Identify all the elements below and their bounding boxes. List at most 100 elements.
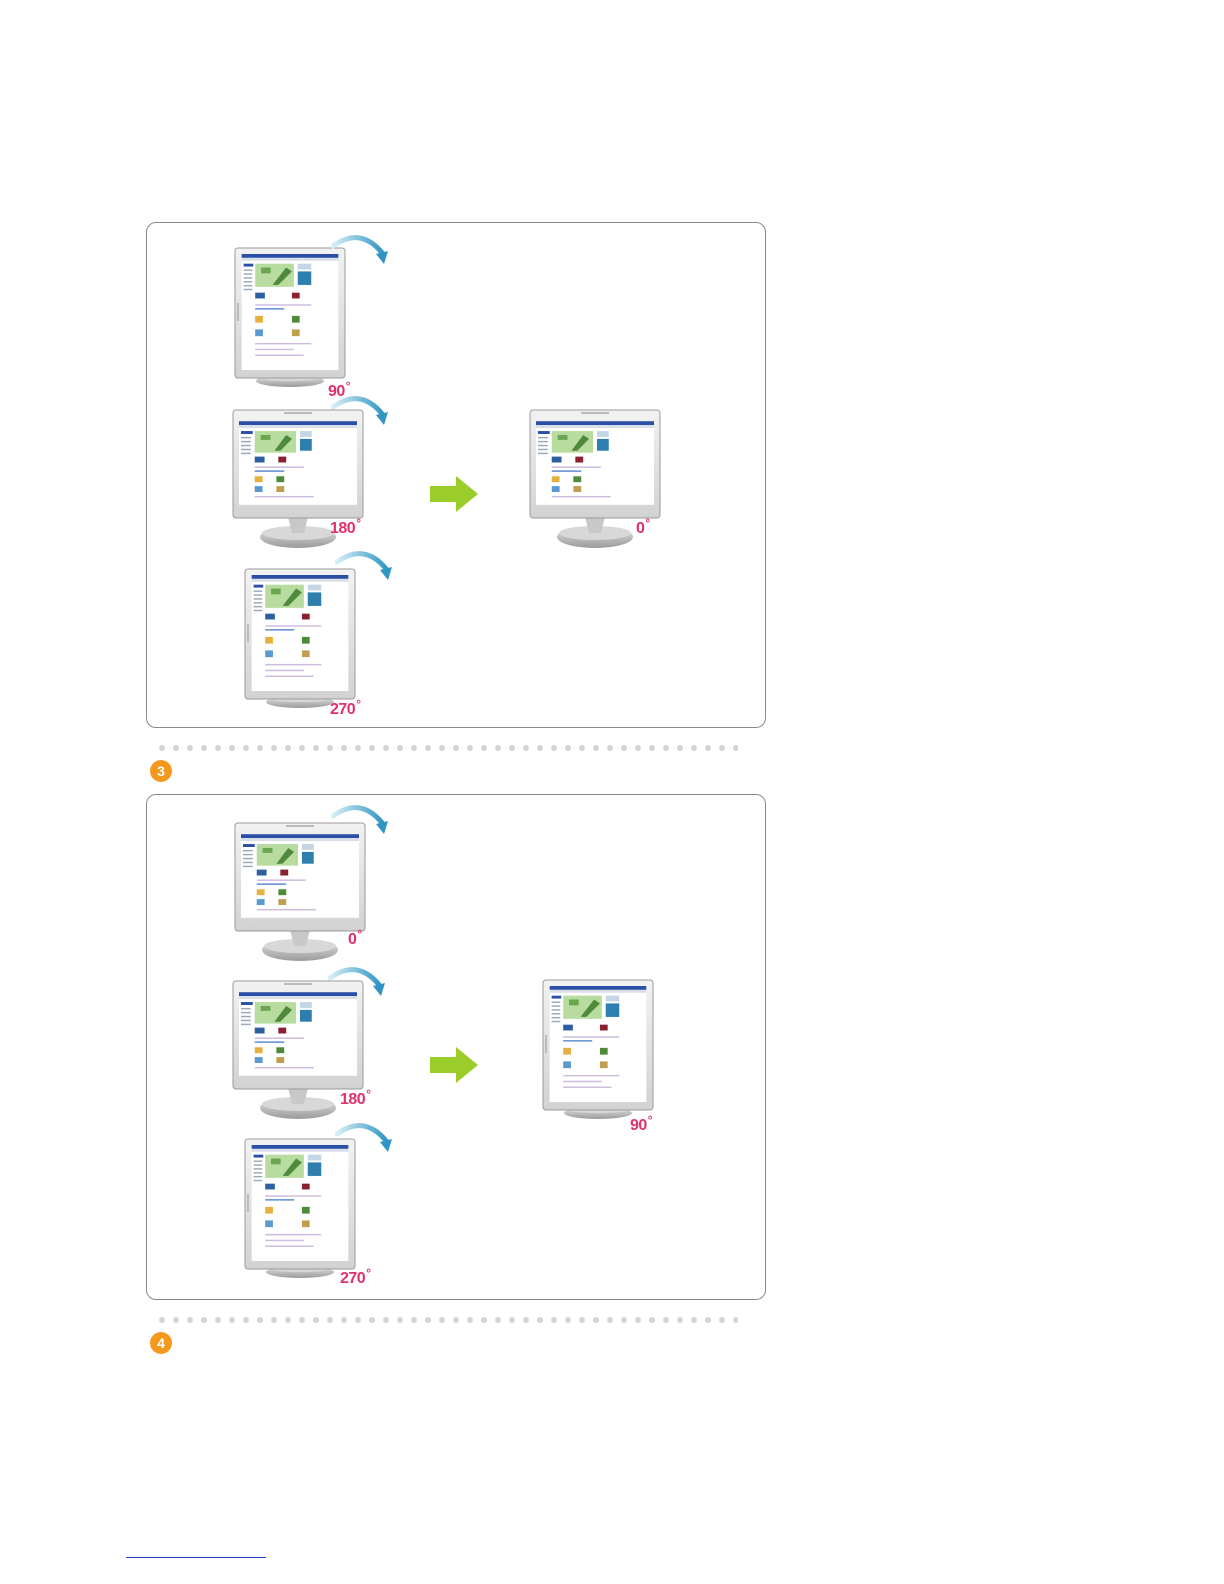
separator-dot	[201, 1317, 207, 1323]
separator-dot	[439, 1317, 445, 1323]
separator-dot	[257, 745, 263, 751]
separator-dot	[173, 745, 179, 751]
separator-dot	[551, 1317, 557, 1323]
separator-dot	[257, 1317, 263, 1323]
separator-dot	[243, 745, 249, 751]
step-badge-3: 3	[150, 760, 172, 782]
separator-dot	[327, 745, 333, 751]
rotate-arrow-icon	[331, 393, 391, 433]
separator-dot	[621, 1317, 627, 1323]
angle-label: 90°	[630, 1117, 652, 1135]
step-badge-4: 4	[150, 1332, 172, 1354]
separator-dot	[705, 745, 711, 751]
separator-dot	[663, 745, 669, 751]
separator-dot	[607, 1317, 613, 1323]
separator-dot	[467, 745, 473, 751]
separator-dot	[341, 745, 347, 751]
separator-dot	[607, 745, 613, 751]
separator-dot	[187, 1317, 193, 1323]
separator-dot	[285, 1317, 291, 1323]
separator-dot	[593, 745, 599, 751]
separator-dot	[453, 745, 459, 751]
separator-dot	[313, 745, 319, 751]
separator-dot	[495, 1317, 501, 1323]
separator-dot	[635, 745, 641, 751]
separator-dot	[173, 1317, 179, 1323]
separator-dot	[481, 745, 487, 751]
separator-dot	[271, 745, 277, 751]
separator-dot	[691, 1317, 697, 1323]
separator-dot	[425, 745, 431, 751]
separator-dot	[565, 745, 571, 751]
separator-dot	[229, 745, 235, 751]
separator-dot	[369, 1317, 375, 1323]
separator-dot	[719, 745, 725, 751]
separator-dot	[425, 1317, 431, 1323]
separator-dot	[285, 745, 291, 751]
separator-dot	[733, 745, 738, 751]
separator-dot	[299, 1317, 305, 1323]
rotate-arrow-icon	[335, 1120, 395, 1160]
separator-dot	[187, 745, 193, 751]
separator-dot	[355, 1317, 361, 1323]
separator-dot	[215, 1317, 221, 1323]
separator-dot	[481, 1317, 487, 1323]
separator-dot	[495, 745, 501, 751]
separator-dot	[649, 1317, 655, 1323]
angle-label: 180°	[330, 520, 361, 538]
angle-label: 270°	[340, 1270, 371, 1288]
dotted-separator	[158, 744, 738, 752]
separator-dot	[579, 745, 585, 751]
separator-dot	[677, 1317, 683, 1323]
separator-dot	[383, 745, 389, 751]
footnote-rule	[126, 1557, 266, 1558]
separator-dot	[719, 1317, 725, 1323]
separator-dot	[509, 745, 515, 751]
separator-dot	[411, 1317, 417, 1323]
green-arrow-icon	[430, 1045, 480, 1085]
rotate-arrow-icon	[328, 964, 388, 1004]
separator-dot	[523, 1317, 529, 1323]
separator-dot	[453, 1317, 459, 1323]
monitor-portrait-270	[244, 568, 359, 710]
separator-dot	[537, 1317, 543, 1323]
angle-label: 0°	[348, 931, 362, 949]
separator-dot	[523, 745, 529, 751]
separator-dot	[621, 745, 627, 751]
separator-dot	[159, 745, 165, 751]
separator-dot	[649, 745, 655, 751]
separator-dot	[733, 1317, 738, 1323]
separator-dot	[159, 1317, 165, 1323]
rotate-arrow-icon	[335, 548, 395, 588]
separator-dot	[383, 1317, 389, 1323]
separator-dot	[355, 745, 361, 751]
separator-dot	[509, 1317, 515, 1323]
separator-dot	[565, 1317, 571, 1323]
separator-dot	[229, 1317, 235, 1323]
separator-dot	[663, 1317, 669, 1323]
separator-dot	[691, 745, 697, 751]
separator-dot	[327, 1317, 333, 1323]
rotate-arrow-icon	[331, 232, 391, 272]
separator-dot	[243, 1317, 249, 1323]
separator-dot	[411, 745, 417, 751]
separator-dot	[397, 745, 403, 751]
angle-label: 180°	[340, 1091, 371, 1109]
separator-dot	[551, 745, 557, 751]
separator-dot	[215, 745, 221, 751]
angle-label: 0°	[636, 520, 650, 538]
separator-dot	[635, 1317, 641, 1323]
separator-dot	[593, 1317, 599, 1323]
separator-dot	[341, 1317, 347, 1323]
separator-dot	[537, 745, 543, 751]
separator-dot	[369, 745, 375, 751]
green-arrow-icon	[430, 474, 480, 514]
separator-dot	[271, 1317, 277, 1323]
angle-label: 270°	[330, 701, 361, 719]
rotate-arrow-icon	[331, 802, 391, 842]
separator-dot	[313, 1317, 319, 1323]
separator-dot	[201, 745, 207, 751]
separator-dot	[397, 1317, 403, 1323]
separator-dot	[299, 745, 305, 751]
separator-dot	[579, 1317, 585, 1323]
